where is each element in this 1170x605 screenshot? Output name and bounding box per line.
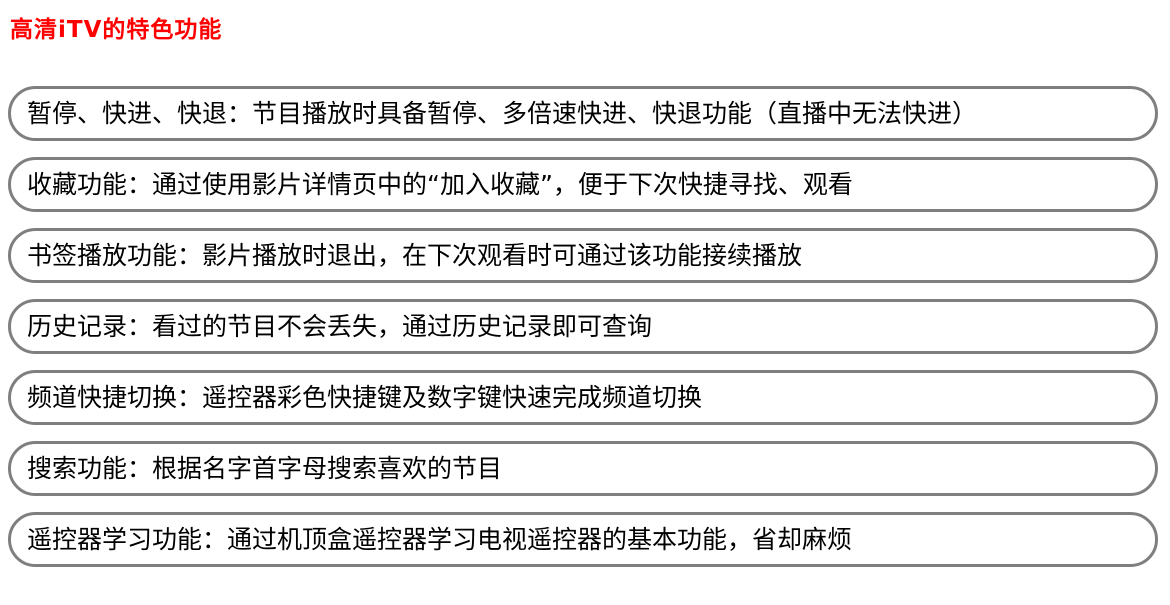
feature-text: 频道快捷切换：遥控器彩色快捷键及数字键快速完成频道切换	[27, 383, 703, 412]
feature-item-pause-ff-rw: 暂停、快进、快退：节目播放时具备暂停、多倍速快进、快退功能（直播中无法快进）	[8, 86, 1158, 141]
feature-item-search: 搜索功能：根据名字首字母搜索喜欢的节目	[8, 441, 1158, 496]
feature-list: 暂停、快进、快退：节目播放时具备暂停、多倍速快进、快退功能（直播中无法快进） 收…	[8, 86, 1158, 567]
feature-text: 历史记录：看过的节目不会丢失，通过历史记录即可查询	[27, 312, 653, 341]
feature-item-history: 历史记录：看过的节目不会丢失，通过历史记录即可查询	[8, 299, 1158, 354]
feature-item-bookmark-playback: 书签播放功能：影片播放时退出，在下次观看时可通过该功能接续播放	[8, 228, 1158, 283]
feature-text: 书签播放功能：影片播放时退出，在下次观看时可通过该功能接续播放	[27, 241, 803, 270]
feature-item-remote-learning: 遥控器学习功能：通过机顶盒遥控器学习电视遥控器的基本功能，省却麻烦	[8, 512, 1158, 567]
feature-text: 搜索功能：根据名字首字母搜索喜欢的节目	[27, 454, 503, 483]
page-title: 高清iTV的特色功能	[10, 17, 223, 43]
feature-item-favorites: 收藏功能：通过使用影片详情页中的“加入收藏”，便于下次快捷寻找、观看	[8, 157, 1158, 212]
feature-text: 收藏功能：通过使用影片详情页中的“加入收藏”，便于下次快捷寻找、观看	[27, 170, 853, 199]
feature-item-channel-switch: 频道快捷切换：遥控器彩色快捷键及数字键快速完成频道切换	[8, 370, 1158, 425]
feature-text: 暂停、快进、快退：节目播放时具备暂停、多倍速快进、快退功能（直播中无法快进）	[27, 99, 978, 128]
feature-text: 遥控器学习功能：通过机顶盒遥控器学习电视遥控器的基本功能，省却麻烦	[27, 525, 853, 554]
